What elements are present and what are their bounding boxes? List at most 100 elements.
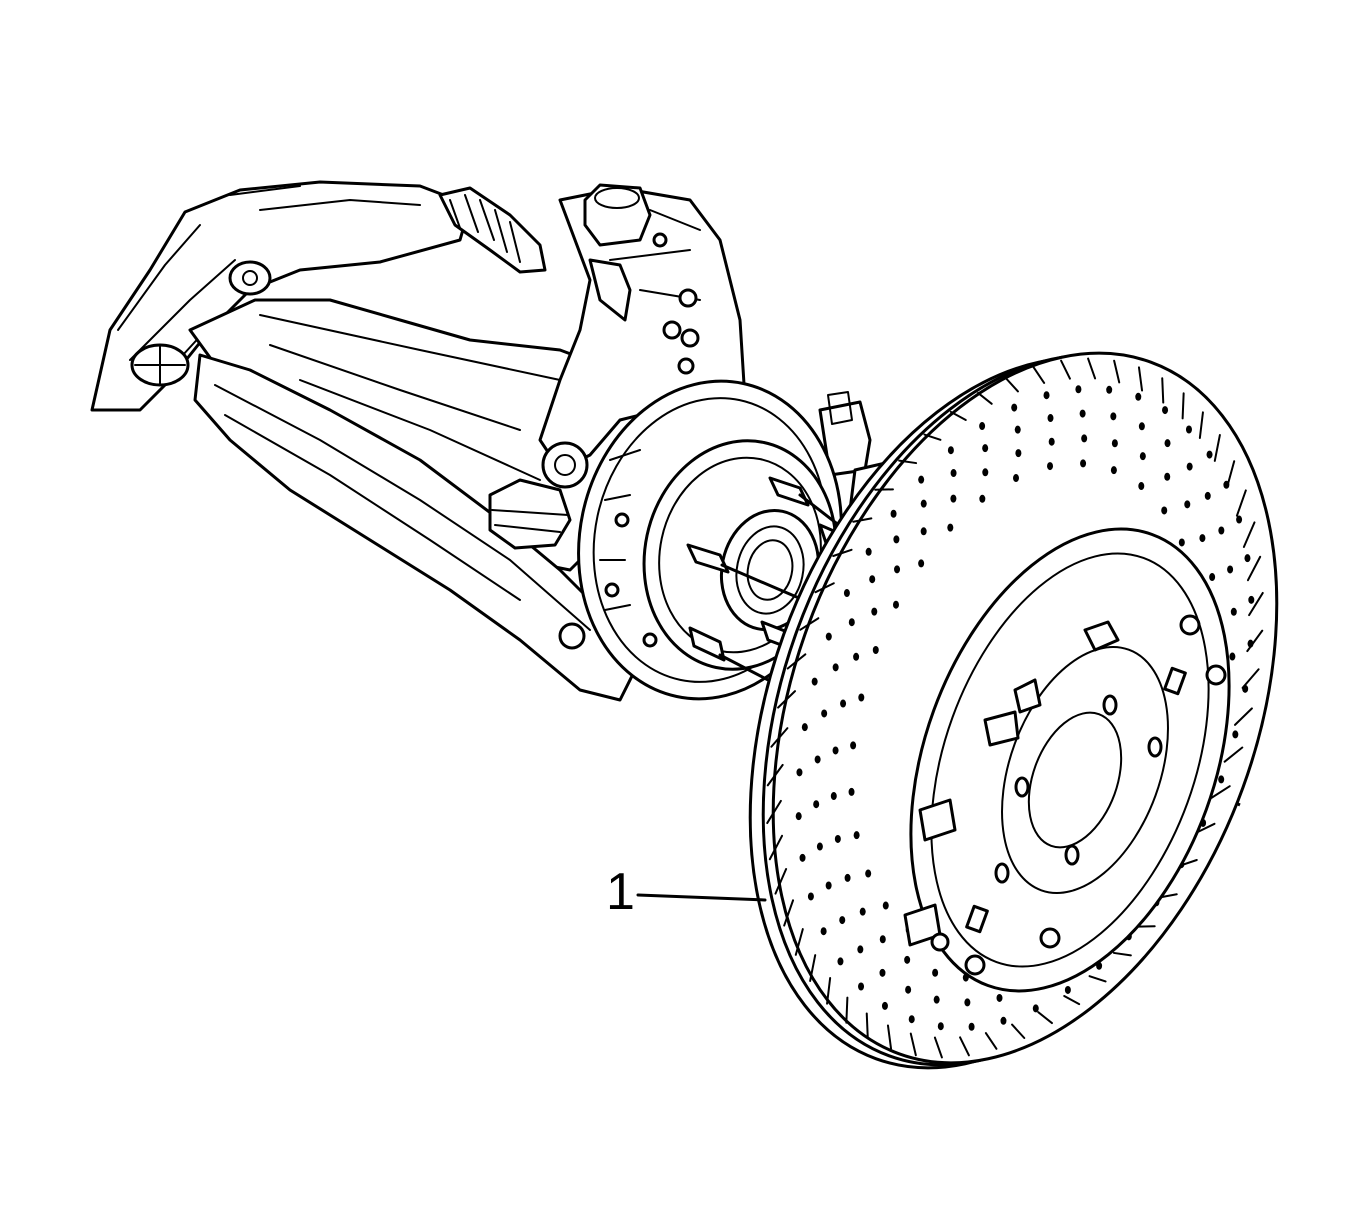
cooling-vane — [799, 617, 820, 631]
drilled-hole — [1247, 639, 1254, 648]
drilled-hole — [1161, 506, 1168, 515]
cooling-vane — [1011, 1023, 1026, 1039]
drilled-hole — [1047, 462, 1054, 471]
cooling-vane — [984, 1032, 998, 1050]
drilled-hole — [968, 1022, 975, 1031]
cooling-vane — [1060, 359, 1071, 380]
drilled-hole — [825, 632, 832, 641]
drilled-hole — [1079, 409, 1086, 418]
upper-ball-joint — [583, 183, 652, 247]
cooling-vane — [1113, 359, 1121, 384]
cooling-vane — [1223, 746, 1244, 763]
cooling-vane — [1242, 521, 1256, 548]
drilled-hole — [904, 955, 911, 964]
drilled-hole — [1164, 472, 1171, 481]
drilled-hole — [979, 494, 986, 503]
drilled-hole — [848, 787, 855, 796]
drilled-hole — [1080, 459, 1087, 468]
drilled-hole — [1032, 1004, 1039, 1013]
drilled-hole — [1236, 515, 1243, 524]
rotor-bobbins — [903, 614, 1227, 976]
drilled-hole — [1242, 684, 1249, 693]
cooling-vane — [1004, 377, 1019, 393]
drilled-hole — [814, 755, 821, 764]
drilled-hole — [947, 523, 954, 532]
drilled-hole — [918, 475, 925, 484]
drilled-hole — [1199, 534, 1206, 543]
drilled-hole — [937, 1022, 944, 1031]
drilled-hole — [947, 446, 954, 455]
drilled-hole — [857, 945, 864, 954]
drilled-hole — [871, 607, 878, 616]
drilled-hole — [950, 469, 957, 478]
cooling-vane — [1032, 366, 1046, 384]
drilled-hole — [820, 927, 827, 936]
drilled-hole — [1106, 385, 1113, 394]
drilled-hole — [825, 881, 832, 890]
drilled-hole — [816, 842, 823, 851]
drilled-hole — [1186, 462, 1193, 471]
drilled-hole — [869, 575, 876, 584]
cooling-vane — [977, 391, 993, 405]
callout-number: 1 — [606, 863, 635, 921]
drilled-hole — [848, 618, 855, 627]
drilled-hole — [1138, 482, 1145, 491]
drilled-hole — [1047, 414, 1054, 423]
cooling-vane — [814, 582, 835, 594]
drilled-hole — [1209, 573, 1216, 582]
drilled-hole — [1178, 538, 1185, 547]
cooling-vane — [1198, 411, 1204, 439]
cooling-vane — [1241, 668, 1260, 689]
drilled-hole — [1110, 412, 1117, 421]
drilled-hole — [982, 444, 989, 453]
drilled-hole — [844, 873, 851, 882]
drilled-hole — [1048, 437, 1055, 446]
drilled-hole — [1135, 392, 1142, 401]
drilled-hole — [881, 1001, 888, 1010]
cooling-vane — [768, 834, 784, 861]
cooling-vane — [826, 977, 832, 1005]
drilled-hole — [865, 869, 872, 878]
rotor-center-bore — [1001, 646, 1169, 894]
drilled-hole — [1162, 406, 1169, 415]
cooling-vane — [774, 868, 788, 895]
cooling-vane — [845, 996, 849, 1024]
cooling-vane — [1063, 994, 1081, 1006]
rotor-cooling-vanes — [766, 357, 1264, 1059]
cooling-vane — [1246, 555, 1262, 582]
cooling-vane — [1181, 392, 1185, 420]
cooling-vane — [1213, 434, 1221, 462]
cooling-vane — [783, 899, 795, 927]
cooling-vane — [1088, 975, 1107, 983]
cooling-vane — [766, 763, 784, 787]
drilled-hole — [920, 499, 927, 508]
cooling-vane — [865, 1012, 869, 1039]
drilled-hole — [811, 677, 818, 686]
drilled-hole — [1184, 500, 1191, 509]
drilled-hole — [879, 968, 886, 977]
drilled-hole — [832, 663, 839, 672]
drilled-hole — [1230, 607, 1237, 616]
drilled-hole — [1111, 439, 1118, 448]
cooling-vane — [770, 727, 789, 748]
tie-rod-boot — [438, 186, 547, 274]
drilled-hole — [795, 812, 802, 821]
cooling-vane — [1087, 357, 1097, 380]
drilled-hole — [920, 527, 927, 536]
drilled-hole — [850, 741, 857, 750]
drilled-hole — [1081, 434, 1088, 443]
drilled-hole — [1014, 425, 1021, 434]
drilled-hole — [796, 768, 803, 777]
drilled-hole — [1164, 439, 1171, 448]
drilled-hole — [1015, 449, 1022, 458]
drilled-hole — [1000, 1016, 1007, 1025]
drilled-hole — [858, 693, 865, 702]
drilled-hole — [964, 998, 971, 1007]
brake-rotor — [748, 351, 1279, 1070]
cooling-vane — [766, 799, 782, 825]
drilled-hole — [979, 422, 986, 431]
drilled-hole — [950, 494, 957, 503]
drilled-hole — [1185, 425, 1192, 434]
drilled-hole — [1139, 452, 1146, 461]
drilled-hole — [859, 907, 866, 916]
